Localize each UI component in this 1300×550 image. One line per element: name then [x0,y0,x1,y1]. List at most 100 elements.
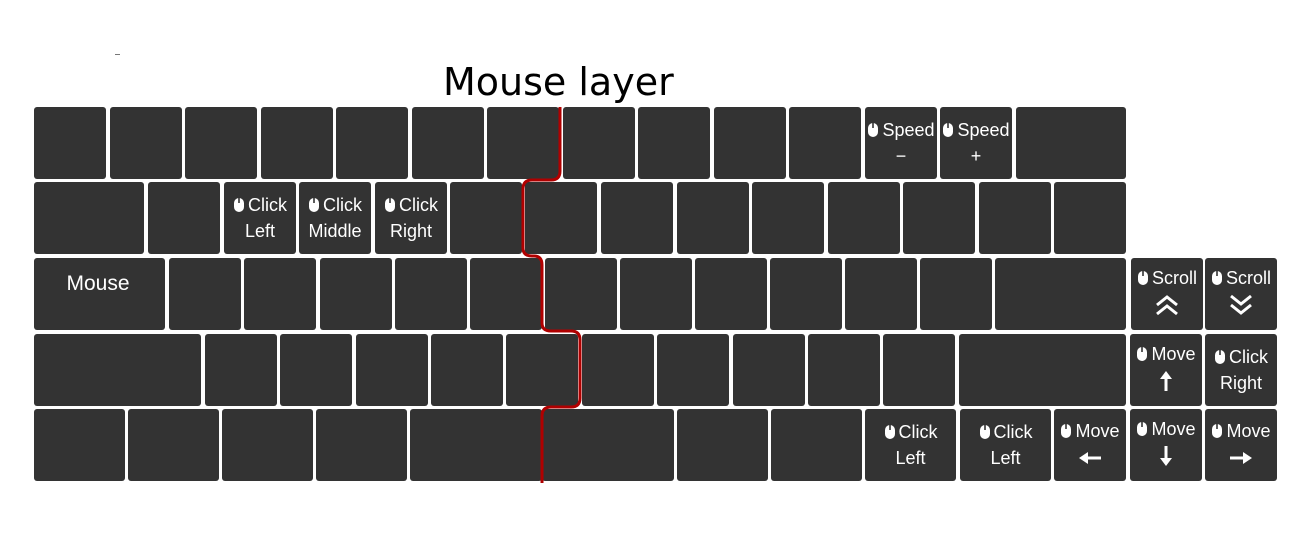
blank-key [34,107,106,179]
blank-key [148,182,220,254]
mouse-icon [384,197,396,213]
key-label-line2: Left [990,448,1021,468]
key-label-text: Scroll [1225,268,1271,288]
key-scroll-down: Scroll [1205,258,1277,330]
key-label-text: Move [1151,419,1196,439]
blank-key [733,334,805,406]
key-mouse: Mouse [34,258,165,330]
mouse-icon [884,424,896,440]
blank-key [677,409,768,481]
key-label-line2: Middle [308,221,362,241]
mouse-icon [1060,423,1072,439]
blank-key [110,107,182,179]
blank-key [244,258,316,330]
blank-key [542,409,674,481]
blank-key [395,258,467,330]
blank-key [34,409,125,481]
key-label-line1: Move [1211,418,1271,444]
blank-key [638,107,710,179]
mouse-icon [1214,349,1226,365]
key-label-line1: Move [1060,418,1120,444]
blank-key [169,258,241,330]
mouse-icon [1137,270,1149,286]
key-label-line1: Click [233,192,287,218]
arrow-down-icon [1158,445,1174,474]
mouse-icon [1211,270,1223,286]
arrow-up-icon [1158,370,1174,399]
key-label-text: Click [323,195,362,215]
blank-key [752,182,824,254]
mouse-icon [867,122,879,138]
mouse-icon [233,197,245,213]
key-label-text: Move [1226,420,1271,441]
blank-key [695,258,767,330]
blank-key [845,258,917,330]
blank-key [601,182,673,254]
key-label-text: Click [898,422,938,442]
key-move-right: Move [1205,409,1277,481]
arrow-right-icon [1229,447,1253,473]
key-label-text: Click [1229,347,1268,367]
key-label-line2: + [970,146,982,166]
blank-key [770,258,842,330]
key-label-line1: Scroll [1211,265,1271,291]
key-scroll-up: Scroll [1131,258,1203,330]
blank-key [620,258,692,330]
blank-key [356,334,428,406]
key-label-line1: Move [1136,341,1196,367]
blank-key [320,258,392,330]
blank-key [883,334,955,406]
key-label-line2: Right [1219,373,1263,393]
mouse-icon [979,424,991,440]
key-label-text: Speed [882,120,935,140]
page-title: Mouse layer [443,60,674,104]
blank-key [677,182,749,254]
key-label-line1: Scroll [1137,265,1197,291]
key-label-text: Click [993,422,1033,442]
mouse-icon [1136,346,1148,362]
blank-key [995,258,1126,330]
key-label-line2: − [895,146,907,166]
key-label-line1: Click [308,192,362,218]
key-label-text: Speed [957,120,1010,140]
key-label-text: Move [1151,344,1196,364]
blank-key [714,107,786,179]
key-label-line1: Speed [867,117,935,143]
mouse-icon [1136,421,1148,437]
blank-key [920,258,992,330]
key-label: Mouse [66,272,130,295]
key-speed-plus: Speed + [940,107,1012,179]
blank-key [316,409,407,481]
blank-key [959,334,1126,406]
key-label-line1: Click [1214,344,1268,370]
blank-key [336,107,408,179]
key-label-line1: Click [384,192,438,218]
double-chevron-up-icon [1154,294,1180,323]
key-label-text: Click [399,195,438,215]
key-label-line1: Speed [942,117,1010,143]
blank-key [563,107,635,179]
key-label-text: Scroll [1151,268,1197,288]
double-chevron-down-icon [1228,294,1254,323]
key-label-line1: Click [884,419,938,445]
blank-key [525,182,597,254]
blank-key [280,334,352,406]
arrow-left-icon [1078,447,1102,473]
blank-key [903,182,975,254]
blank-key [828,182,900,254]
blank-key [222,409,313,481]
blank-key [470,258,542,330]
blank-key [410,409,542,481]
key-move-up: Move [1130,334,1202,406]
mouse-icon [942,122,954,138]
blank-key [789,107,861,179]
blank-key [487,107,559,179]
key-label-line1: Click [979,419,1033,445]
blank-key [261,107,333,179]
key-label-line2: Left [895,448,926,468]
key-label-text: Move [1075,420,1120,441]
key-label-line1: Move [1136,416,1196,442]
